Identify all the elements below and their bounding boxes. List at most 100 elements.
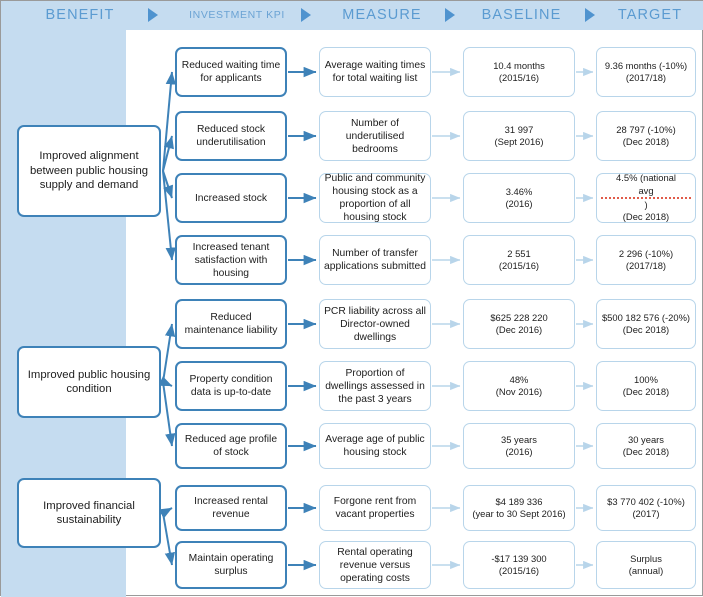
target-text-7: 30 years(Dec 2018) <box>601 434 691 459</box>
kpi-box-4[interactable]: Increased tenant satisfaction with housi… <box>175 235 287 285</box>
target-box-9[interactable]: Surplus(annual) <box>596 541 696 589</box>
target-text-3: 4.5% (national avg)(Dec 2018) <box>601 172 691 224</box>
header-investment-kpi: INVESTMENT KPI <box>189 9 285 21</box>
header-target: TARGET <box>617 7 683 23</box>
baseline-text-9: -$17 139 300(2015/16) <box>468 553 570 578</box>
baseline-value-4: 2 551 <box>507 247 531 259</box>
benefit-box-2[interactable]: Improved public housing condition <box>17 346 161 418</box>
target-box-7[interactable]: 30 years(Dec 2018) <box>596 423 696 469</box>
measure-label-1: Average waiting times for total waiting … <box>324 60 426 84</box>
measure-label-6: Proportion of dwellings assessed in the … <box>325 367 425 405</box>
target-text-6: 100%(Dec 2018) <box>601 374 691 399</box>
target-box-3[interactable]: 4.5% (national avg)(Dec 2018) <box>596 172 696 224</box>
target-box-5[interactable]: $500 182 576 (-20%)(Dec 2018) <box>596 299 696 349</box>
baseline-text-1: 10.4 months(2015/16) <box>468 60 570 85</box>
baseline-box-3[interactable]: 3.46%(2016) <box>463 173 575 223</box>
measure-label-2: Number of underutilised bedrooms <box>345 117 405 155</box>
baseline-text-8: $4 189 336(year to 30 Sept 2016) <box>468 496 570 521</box>
baseline-box-7[interactable]: 35 years(2016) <box>463 423 575 469</box>
spellcheck-underline: avg <box>601 185 691 199</box>
measure-box-5[interactable]: PCR liability across all Director-owned … <box>319 299 431 349</box>
measure-box-4[interactable]: Number of transfer applications submitte… <box>319 235 431 285</box>
baseline-box-5[interactable]: $625 228 220(Dec 2016) <box>463 299 575 349</box>
measure-box-8[interactable]: Forgone rent from vacant properties <box>319 485 431 531</box>
baseline-text-3: 3.46%(2016) <box>468 186 570 211</box>
kpi-box-5[interactable]: Reduced maintenance liability <box>175 299 287 349</box>
kpi-box-2[interactable]: Reduced stock underutilisation <box>175 111 287 161</box>
measure-box-6[interactable]: Proportion of dwellings assessed in the … <box>319 361 431 411</box>
baseline-box-1[interactable]: 10.4 months(2015/16) <box>463 47 575 97</box>
kpi-label-1: Reduced waiting time for applicants <box>181 60 281 84</box>
target-box-8[interactable]: $3 770 402 (-10%)(2017) <box>596 485 696 531</box>
baseline-period-1: (2015/16) <box>498 72 540 83</box>
target-box-1[interactable]: 9.36 months (-10%)(2017/18) <box>596 47 696 97</box>
target-period-2: (Dec 2018) <box>622 136 670 147</box>
baseline-text-5: $625 228 220(Dec 2016) <box>468 312 570 337</box>
measure-label-8: Forgone rent from vacant properties <box>333 496 417 520</box>
header-arrow-2-icon <box>301 8 311 22</box>
kpi-label-5: Reduced maintenance liability <box>184 312 278 336</box>
kpi-box-9[interactable]: Maintain operating surplus <box>175 541 287 589</box>
benefit-box-3[interactable]: Improved financial sustainability <box>17 478 161 548</box>
kpi-box-1[interactable]: Reduced waiting time for applicants <box>175 47 287 97</box>
kpi-label-4: Increased tenant satisfaction with housi… <box>192 241 270 279</box>
kpi-label-6: Property condition data is up-to-date <box>189 374 273 398</box>
target-period-9: (annual) <box>628 565 664 576</box>
kpi-box-7[interactable]: Reduced age profile of stock <box>175 423 287 469</box>
target-period-5: (Dec 2018) <box>622 324 670 335</box>
kpi-box-6[interactable]: Property condition data is up-to-date <box>175 361 287 411</box>
header-baseline: BASELINE <box>481 7 562 23</box>
benefit-label-2: Improved public housing condition <box>27 368 151 395</box>
baseline-value-5: $625 228 220 <box>490 311 548 323</box>
baseline-value-3: 3.46% <box>505 185 533 197</box>
target-value-9: Surplus <box>630 552 662 564</box>
target-value-4: 2 296 (-10%) <box>618 247 674 259</box>
measure-label-3: Public and community housing stock as a … <box>324 173 426 223</box>
target-box-2[interactable]: 28 797 (-10%)(Dec 2018) <box>596 111 696 161</box>
baseline-period-6: (Nov 2016) <box>495 386 543 397</box>
measure-label-4: Number of transfer applications submitte… <box>324 248 426 272</box>
baseline-box-2[interactable]: 31 997(Sept 2016) <box>463 111 575 161</box>
baseline-period-7: (2016) <box>505 446 533 457</box>
baseline-text-4: 2 551(2015/16) <box>468 248 570 273</box>
target-period-3: (Dec 2018) <box>622 211 670 223</box>
baseline-period-2: (Sept 2016) <box>494 136 544 147</box>
kpi-label-2: Reduced stock underutilisation <box>196 124 266 148</box>
measure-label-7: Average age of public housing stock <box>325 434 425 458</box>
kpi-box-8[interactable]: Increased rental revenue <box>175 485 287 531</box>
baseline-period-8: (year to 30 Sept 2016) <box>472 508 566 519</box>
benefit-box-1[interactable]: Improved alignment between public housin… <box>17 125 161 217</box>
target-box-4[interactable]: 2 296 (-10%)(2017/18) <box>596 235 696 285</box>
target-period-4: (2017/18) <box>625 260 667 271</box>
target-period-6: (Dec 2018) <box>622 386 670 397</box>
measure-label-5: PCR liability across all Director-owned … <box>324 305 426 343</box>
baseline-period-9: (2015/16) <box>498 565 540 576</box>
baseline-box-8[interactable]: $4 189 336(year to 30 Sept 2016) <box>463 485 575 531</box>
target-text-9: Surplus(annual) <box>601 553 691 578</box>
measure-box-3[interactable]: Public and community housing stock as a … <box>319 173 431 223</box>
target-text-1: 9.36 months (-10%)(2017/18) <box>601 60 691 85</box>
baseline-value-6: 48% <box>509 373 529 385</box>
baseline-value-7: 35 years <box>501 433 537 445</box>
baseline-box-9[interactable]: -$17 139 300(2015/16) <box>463 541 575 589</box>
kpi-box-3[interactable]: Increased stock <box>175 173 287 223</box>
target-period-1: (2017/18) <box>625 72 667 83</box>
baseline-box-6[interactable]: 48%(Nov 2016) <box>463 361 575 411</box>
measure-box-7[interactable]: Average age of public housing stock <box>319 423 431 469</box>
measure-box-2[interactable]: Number of underutilised bedrooms <box>319 111 431 161</box>
target-value-7: 30 years <box>628 433 664 445</box>
target-text-5: $500 182 576 (-20%)(Dec 2018) <box>601 312 691 337</box>
kpi-label-9: Maintain operating surplus <box>188 553 274 577</box>
baseline-period-4: (2015/16) <box>498 260 540 271</box>
baseline-box-4[interactable]: 2 551(2015/16) <box>463 235 575 285</box>
header-measure: MEASURE <box>342 7 422 23</box>
target-value-8: $3 770 402 (-10%) <box>607 495 685 507</box>
benefit-label-1: Improved alignment between public housin… <box>29 150 149 192</box>
baseline-text-6: 48%(Nov 2016) <box>468 374 570 399</box>
target-box-6[interactable]: 100%(Dec 2018) <box>596 361 696 411</box>
baseline-value-2: 31 997 <box>504 123 534 135</box>
header-arrow-3-icon <box>445 8 455 22</box>
measure-box-1[interactable]: Average waiting times for total waiting … <box>319 47 431 97</box>
measure-box-9[interactable]: Rental operating revenue versus operatin… <box>319 541 431 589</box>
